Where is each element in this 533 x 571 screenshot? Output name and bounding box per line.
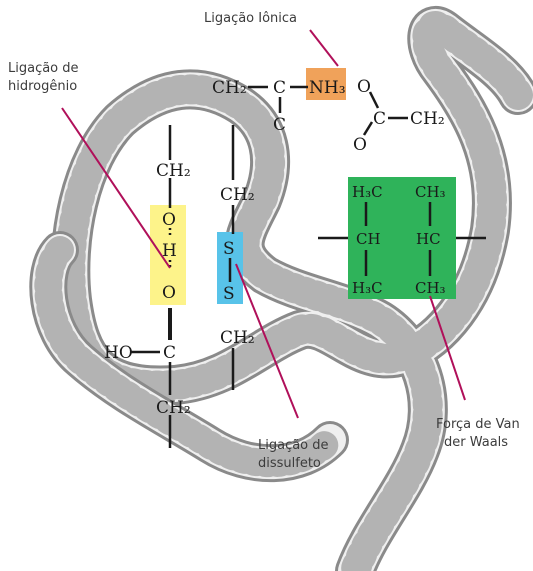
top-o-bottom: O	[353, 135, 367, 155]
mid-s-top: S	[223, 239, 235, 259]
label-disulfide-line1: Ligação de	[258, 438, 329, 453]
vdw-ch3-bottom: CH₃	[415, 279, 446, 297]
mid-ch2-top: CH₂	[220, 185, 255, 205]
left-ho: HO	[104, 343, 133, 363]
label-hydrogen-line1: Ligação de	[8, 61, 79, 76]
left-o-bottom: O	[162, 283, 176, 303]
mid-s-bottom: S	[223, 284, 235, 304]
vdw-h3c-top: H₃C	[352, 183, 383, 201]
label-vdw-line1: Força de Van	[436, 417, 520, 432]
vdw-h3c-bottom: H₃C	[352, 279, 383, 297]
label-disulfide-line2: dissulfeto	[258, 456, 321, 471]
top-o-top: O	[357, 77, 371, 97]
left-ch2-top: CH₂	[156, 161, 191, 181]
left-c: C	[163, 343, 176, 363]
label-hydrogen-line2: hidrogênio	[8, 79, 77, 94]
left-h: H	[162, 241, 177, 261]
top-c-center: C	[273, 78, 286, 98]
left-ch2-bottom: CH₂	[156, 398, 191, 418]
mid-ch2-bottom: CH₂	[220, 328, 255, 348]
label-vdw-line2: der Waals	[444, 435, 508, 450]
vdw-hc: HC	[416, 230, 441, 248]
label-ionic-bond: Ligação Iônica	[204, 11, 297, 26]
top-c-below: C	[273, 115, 286, 135]
top-ch2-left: CH₂	[212, 78, 247, 98]
vdw-ch: CH	[356, 230, 381, 248]
left-o-top: O	[162, 210, 176, 230]
top-nh3: NH₃	[309, 78, 346, 98]
vdw-ch3-top: CH₃	[415, 183, 446, 201]
top-ch2-right: CH₂	[410, 109, 445, 129]
top-c-right: C	[373, 109, 386, 129]
